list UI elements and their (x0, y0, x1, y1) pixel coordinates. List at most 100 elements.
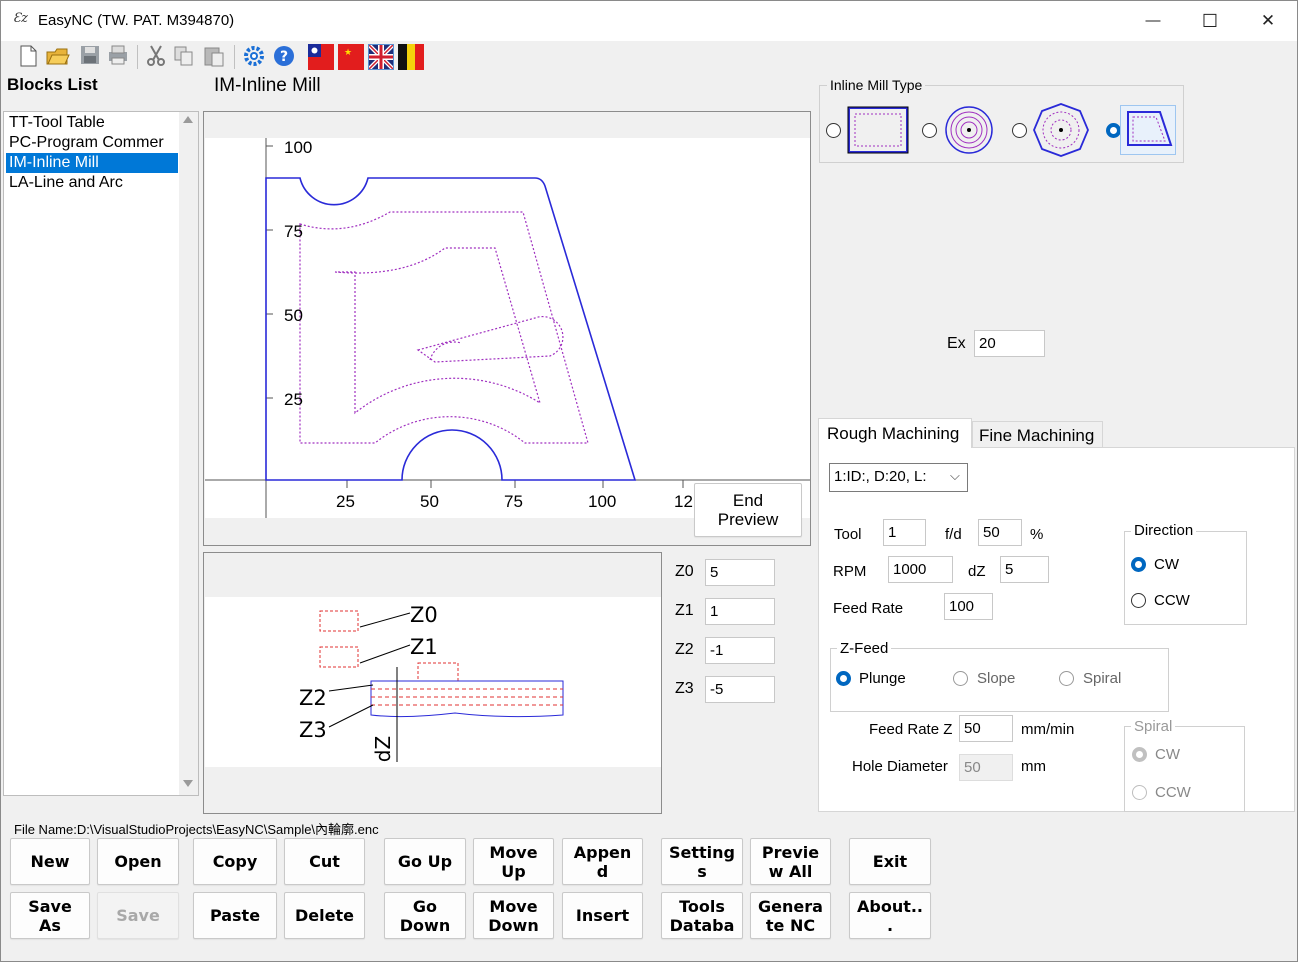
list-item[interactable]: LA-Line and Arc (9, 174, 123, 191)
delete-button[interactable]: Delete (284, 892, 365, 939)
scroll-down-icon[interactable] (183, 780, 193, 787)
new-button[interactable]: New (10, 838, 90, 885)
settings-gear-icon[interactable] (241, 44, 267, 70)
zfeed-plunge-radio[interactable] (836, 671, 851, 686)
mill-type-radio-rect[interactable] (826, 123, 841, 138)
new-file-icon[interactable] (15, 44, 41, 70)
delete-button-label: Delete (295, 906, 354, 925)
z3-field[interactable] (705, 676, 775, 703)
zfeed-spiral-label: Spiral (1083, 670, 1122, 687)
move-up-button[interactable]: Move Up (473, 838, 554, 885)
title-bar: Ɛz EasyNC (TW. PAT. M394870) — ☐ ✕ (1, 1, 1297, 41)
direction-cw-radio[interactable] (1131, 557, 1146, 572)
diagram-z1-label: Z1 (410, 635, 438, 659)
y-tick-label: 25 (284, 390, 303, 409)
tool-select-dropdown[interactable]: 1:ID:, D:20, L: ⌵ (829, 463, 968, 492)
tab-rough-machining[interactable]: Rough Machining (818, 418, 972, 448)
scrollbar[interactable] (179, 112, 198, 795)
toolbar-divider (137, 45, 138, 69)
open-folder-icon[interactable] (45, 44, 71, 70)
move-down-button[interactable]: Move Down (473, 892, 554, 939)
paste-button[interactable]: Paste (193, 892, 277, 939)
settings-button[interactable]: Setting s (661, 838, 743, 885)
generate-nc-button[interactable]: Genera te NC (750, 892, 831, 939)
app-logo-icon: Ɛz (13, 11, 28, 26)
flag-uk-icon[interactable] (367, 43, 395, 71)
diagram-z3-label: Z3 (299, 718, 327, 742)
mill-type-radio-contour[interactable] (1106, 123, 1121, 138)
save-button-label: Save (116, 906, 160, 925)
tools-database-button[interactable]: Tools Databa (661, 892, 743, 939)
insert-button[interactable]: Insert (562, 892, 643, 939)
contour-selected-frame (1120, 105, 1176, 155)
tab-fine-machining[interactable]: Fine Machining (972, 421, 1103, 448)
ex-label: Ex (947, 335, 966, 352)
list-item[interactable]: PC-Program Commer (9, 134, 164, 151)
dz-label: dZ (968, 563, 986, 580)
toolpath-preview-panel[interactable]: 100 75 50 25 25 50 75 100 12 End Preview (203, 111, 811, 546)
spiral-cw-label: CW (1155, 746, 1180, 763)
rpm-field[interactable] (888, 556, 953, 583)
preview-all-button[interactable]: Previe w All (750, 838, 831, 885)
tool-field[interactable] (883, 519, 926, 546)
cut-button-label: Cut (309, 852, 340, 871)
zfeed-title: Z-Feed (837, 640, 892, 657)
mill-type-radio-polygon[interactable] (1012, 123, 1027, 138)
mill-type-radio-circle[interactable] (922, 123, 937, 138)
list-item[interactable]: TT-Tool Table (9, 114, 105, 131)
feed-rate-field[interactable] (944, 593, 993, 620)
x-tick-label: 100 (588, 492, 617, 511)
minimize-button[interactable]: — (1145, 12, 1161, 29)
flag-belgium-icon[interactable] (398, 44, 424, 70)
mill-type-title: Inline Mill Type (827, 77, 926, 93)
copy-icon[interactable] (171, 44, 197, 70)
list-item[interactable]: IM-Inline Mill (6, 153, 178, 173)
z0-field[interactable] (705, 559, 775, 586)
paste-icon[interactable] (201, 44, 227, 70)
end-preview-button[interactable]: End Preview (694, 483, 802, 537)
help-icon[interactable]: ? (271, 44, 297, 70)
exit-button[interactable]: Exit (849, 838, 931, 885)
hole-diameter-label: Hole Diameter (852, 758, 948, 775)
move-up-button-label: Move Up (489, 842, 538, 881)
direction-ccw-radio[interactable] (1131, 593, 1146, 608)
flag-taiwan-icon[interactable] (308, 44, 334, 70)
maximize-button[interactable]: ☐ (1201, 11, 1219, 31)
copy-button[interactable]: Copy (193, 838, 277, 885)
z1-field[interactable] (705, 598, 775, 625)
spiral-group (1124, 726, 1245, 812)
rpm-label: RPM (833, 563, 867, 580)
x-tick-label: 25 (336, 492, 355, 511)
scroll-up-icon[interactable] (183, 116, 193, 123)
zfeed-spiral-radio[interactable] (1059, 671, 1074, 686)
spiral-cw-radio (1132, 747, 1147, 762)
settings-button-label: Setting s (669, 842, 735, 881)
save-disk-icon[interactable] (77, 44, 103, 70)
cut-icon[interactable] (143, 44, 169, 70)
feed-rate-z-field[interactable] (959, 715, 1013, 742)
fd-field[interactable] (978, 519, 1022, 546)
flag-china-icon[interactable]: ★ (338, 44, 364, 70)
close-button[interactable]: ✕ (1260, 11, 1276, 30)
tool-label: Tool (834, 526, 862, 543)
exit-button-label: Exit (872, 852, 908, 871)
zfeed-slope-radio[interactable] (953, 671, 968, 686)
go-down-button[interactable]: Go Down (384, 892, 466, 939)
x-tick-label: 50 (420, 492, 439, 511)
print-icon[interactable] (105, 44, 131, 70)
about-button[interactable]: About.. . (849, 892, 931, 939)
dz-field[interactable] (1000, 556, 1049, 583)
append-button[interactable]: Appen d (562, 838, 643, 885)
blocks-list-items: TT-Tool Table PC-Program Commer IM-Inlin… (6, 113, 178, 193)
ex-field[interactable] (974, 330, 1045, 357)
save-as-button[interactable]: Save As (10, 892, 90, 939)
save-button[interactable]: Save (97, 892, 179, 939)
z2-field[interactable] (705, 637, 775, 664)
blocks-list[interactable]: TT-Tool Table PC-Program Commer IM-Inlin… (3, 111, 199, 796)
open-button[interactable]: Open (97, 838, 179, 885)
go-up-button[interactable]: Go Up (384, 838, 466, 885)
y-tick-label: 75 (284, 222, 303, 241)
z3-label: Z3 (675, 680, 694, 697)
cut-button[interactable]: Cut (284, 838, 365, 885)
